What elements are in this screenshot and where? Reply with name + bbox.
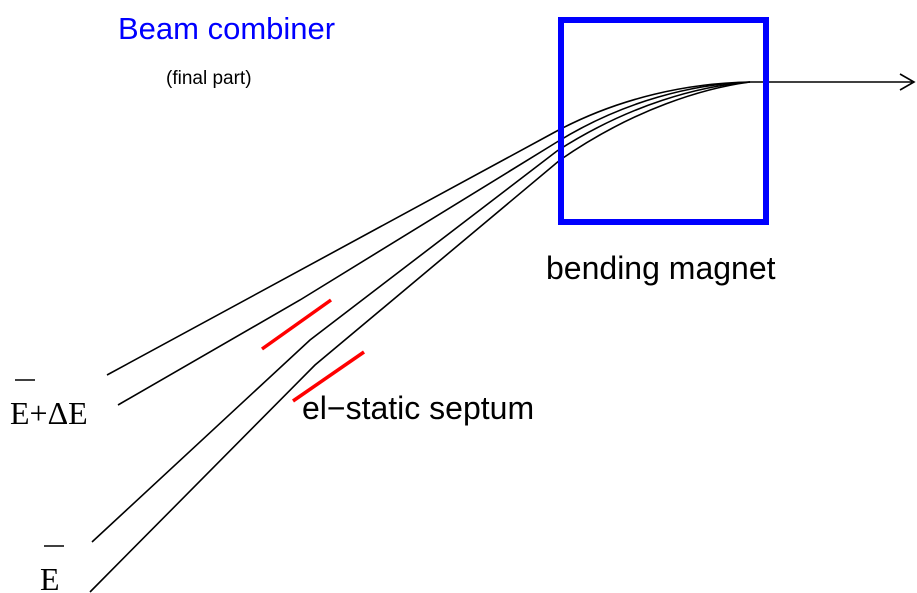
bending-magnet-label: bending magnet [546,250,776,286]
beam-trajectory-nominal-2 [89,81,751,593]
electrostatic-septum-label: el−static septum [302,390,534,426]
diagram-subtitle: (final part) [166,68,252,89]
septum-plate-upper [260,298,333,351]
energy-label-high: E+ΔE [10,395,88,431]
electrostatic-septum [260,298,365,403]
beam-trajectory-nominal-1 [91,81,751,543]
beam-trajectories [89,73,916,593]
beam-trajectory-high-energy-2 [117,81,751,406]
bending-magnet [558,17,769,225]
energy-label-nominal: E [40,561,60,593]
beam-trajectory-high-energy-1 [106,81,751,376]
diagram-title: Beam combiner [118,11,335,46]
septum-plate-lower [292,350,365,403]
output-beam-arrowhead [899,73,916,91]
